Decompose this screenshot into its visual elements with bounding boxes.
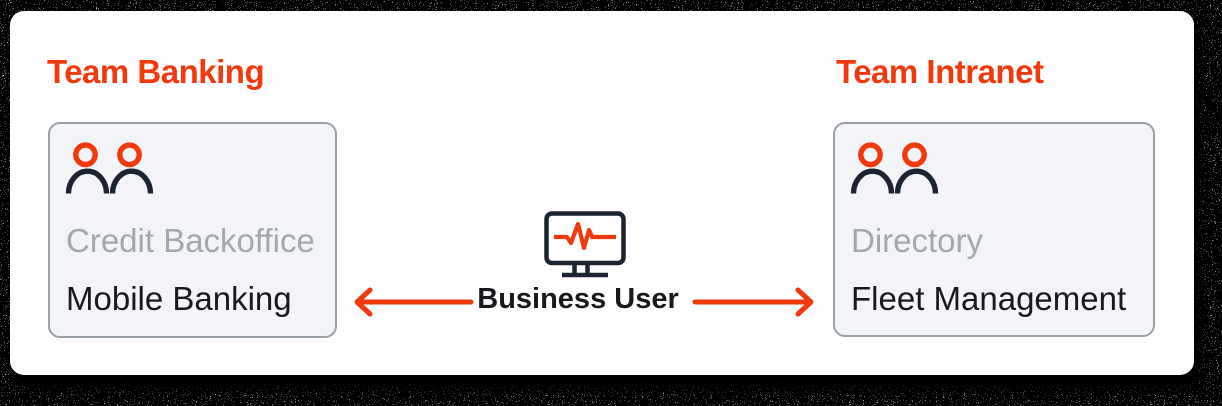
team-banking-card: Credit Backoffice Mobile Banking <box>48 122 337 338</box>
service-label-mobile-banking: Mobile Banking <box>66 280 292 317</box>
arrow-right-icon <box>692 287 814 317</box>
team-banking-title: Team Banking <box>47 53 265 90</box>
service-label-directory: Directory <box>851 222 984 259</box>
team-intranet-title: Team Intranet <box>836 53 1044 90</box>
users-icon <box>65 142 154 194</box>
monitor-pulse-icon <box>544 211 626 278</box>
service-label-fleet-management: Fleet Management <box>851 280 1127 317</box>
business-user-label: Business User <box>477 283 679 315</box>
users-icon <box>850 142 939 194</box>
team-intranet-card: Directory Fleet Management <box>833 122 1155 337</box>
arrow-left-icon <box>354 287 474 317</box>
service-label-credit-backoffice: Credit Backoffice <box>66 222 315 259</box>
